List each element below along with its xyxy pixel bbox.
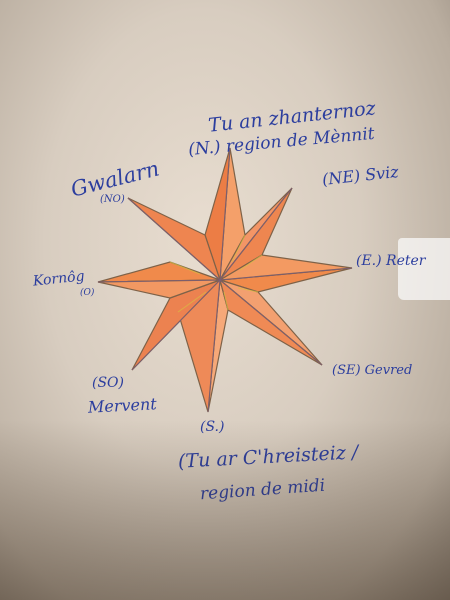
label-northwest-abbr: (NO) [100, 194, 125, 205]
label-east: (E.) Reter [356, 253, 426, 269]
star-pencil-lines [97, 147, 353, 413]
star-yellow-strokes [169, 234, 263, 313]
star-point-west [97, 261, 221, 283]
label-west-abbr: (O) [80, 288, 95, 298]
tape-strip [398, 238, 450, 300]
label-south-abbr: (S.) [200, 419, 225, 435]
label-southwest-name: Mervent [87, 394, 158, 417]
label-southwest-abbr: (SO) [92, 375, 124, 391]
label-southeast: (SE) Gevred [332, 363, 413, 378]
